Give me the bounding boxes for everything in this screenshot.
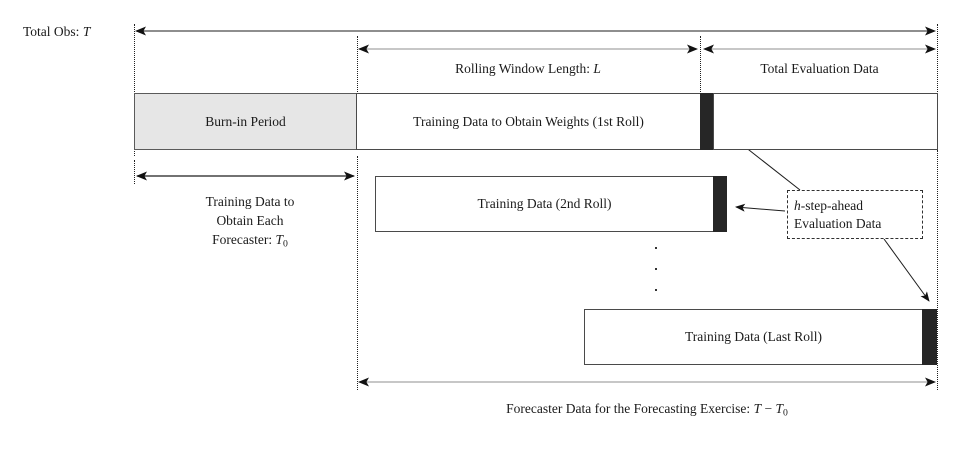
rolling-window-length-label: Rolling Window Length: L	[455, 61, 601, 76]
training-second-roll-label: Training Data (2nd Roll)	[477, 196, 612, 211]
guide-line-start	[134, 24, 135, 156]
h-step-ahead-callout: h-step-ahead Evaluation Data	[787, 190, 923, 239]
total-obs-label: Total Obs: T	[23, 24, 91, 39]
guide-line-total-end-lower	[937, 150, 938, 390]
burn-in-box: Burn-in Period	[134, 93, 357, 150]
training-first-roll-box: Training Data to Obtain Weights (1st Rol…	[356, 93, 701, 150]
guide-line-total-end	[937, 24, 938, 94]
eval-bar-first-roll	[700, 93, 714, 150]
h-step-ahead-line1: h-step-ahead	[794, 197, 863, 213]
guide-line-window-end	[700, 36, 701, 94]
total-evaluation-data-label: Total Evaluation Data	[760, 61, 879, 76]
training-second-roll-box: Training Data (2nd Roll)	[375, 176, 714, 232]
evaluation-region-first-roll	[713, 93, 938, 150]
training-last-roll-box: Training Data (Last Roll)	[584, 309, 923, 365]
guide-line-start-lower	[134, 160, 135, 184]
guide-line-burnin-end	[356, 36, 358, 94]
eval-bar-last-roll	[922, 309, 937, 365]
burn-in-label: Burn-in Period	[205, 113, 286, 129]
training-first-roll-label: Training Data to Obtain Weights (1st Rol…	[413, 113, 644, 129]
bottom-axis-label: Forecaster Data for the Forecasting Exer…	[506, 401, 788, 419]
eval-bar-second-roll	[713, 176, 727, 232]
training-last-roll-label: Training Data (Last Roll)	[684, 329, 823, 344]
h-step-ahead-line2: Evaluation Data	[794, 215, 882, 231]
guide-line-burnin-end-lower	[356, 156, 358, 390]
vertical-ellipsis-icon	[654, 247, 657, 291]
